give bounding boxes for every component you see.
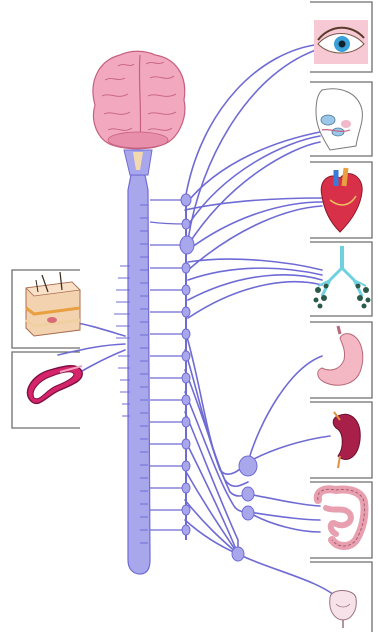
stomach-organ bbox=[318, 326, 363, 385]
salivary-glands-organ bbox=[316, 89, 362, 150]
bladder-organ bbox=[330, 591, 357, 629]
spinal-cord bbox=[114, 175, 150, 574]
lungs-organ bbox=[314, 246, 371, 309]
eye-organ bbox=[314, 20, 368, 64]
intestines-organ bbox=[318, 489, 365, 546]
blood-vessel bbox=[27, 366, 82, 404]
kidney-organ bbox=[333, 412, 360, 468]
heart-organ bbox=[321, 168, 362, 232]
sympathetic-chain bbox=[180, 194, 257, 561]
skin-tissue bbox=[26, 272, 80, 336]
brainstem bbox=[124, 150, 152, 175]
brain bbox=[93, 51, 185, 149]
